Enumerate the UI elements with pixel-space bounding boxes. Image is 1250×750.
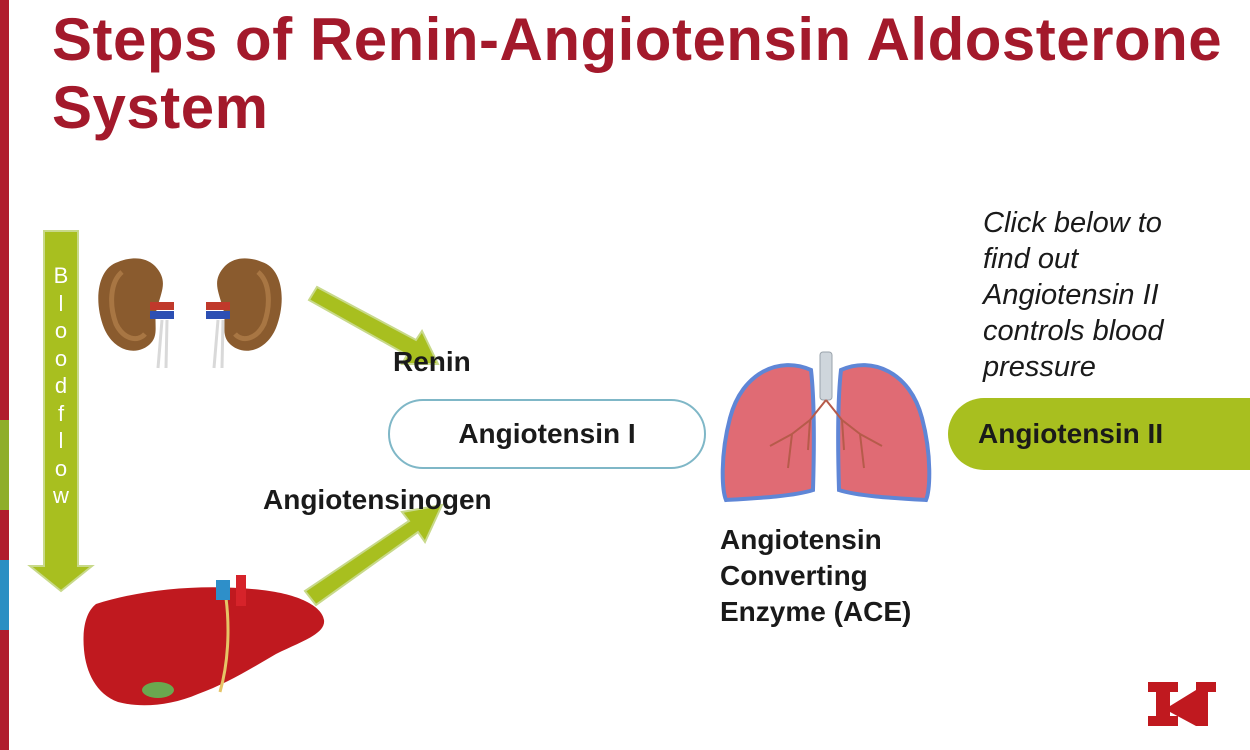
slide-title: Steps of Renin-Angiotensin Aldosterone S… <box>52 6 1223 141</box>
angiotensin-ii-button[interactable]: Angiotensin II <box>948 398 1250 470</box>
angiotensinogen-label: Angiotensinogen <box>263 484 492 515</box>
angiotensinogen-arrow <box>303 503 444 607</box>
left-accent-bar <box>0 0 9 750</box>
callout-line: find out <box>983 243 1079 275</box>
renin-arrow <box>307 285 440 365</box>
callout-line: Click below to <box>983 207 1162 239</box>
click-callout: Click below to find out Angiotensin II c… <box>983 205 1243 385</box>
bloodflow-letter: o <box>54 318 68 343</box>
lungs-icon <box>720 351 932 503</box>
ace-line: Angiotensin <box>720 524 882 555</box>
liver-icon <box>83 575 325 706</box>
ace-line: Converting <box>720 560 868 591</box>
left-accent-green <box>0 420 9 510</box>
callout-line: pressure <box>983 351 1096 383</box>
bloodflow-letter: w <box>53 483 69 508</box>
bloodflow-arrow <box>27 230 95 593</box>
ace-line: Enzyme (ACE) <box>720 596 912 627</box>
callout-line: controls blood <box>983 315 1164 347</box>
bloodflow-letter: l <box>58 290 64 316</box>
bloodflow-letter: B <box>53 263 69 288</box>
kidneys-icon <box>98 258 282 369</box>
left-accent-blue <box>0 560 9 630</box>
bloodflow-letter: d <box>54 373 68 398</box>
angiotensin-i-node[interactable]: Angiotensin I <box>388 399 706 469</box>
ace-label: Angiotensin Converting Enzyme (ACE) <box>720 522 911 630</box>
bloodflow-letter: o <box>54 455 68 481</box>
bloodflow-letter: l <box>58 428 64 453</box>
renin-label: Renin <box>393 346 471 377</box>
callout-line: Angiotensin II <box>983 279 1159 311</box>
university-logo-icon <box>1148 682 1216 726</box>
bloodflow-letter: f <box>57 400 65 426</box>
bloodflow-letter: o <box>54 345 68 371</box>
